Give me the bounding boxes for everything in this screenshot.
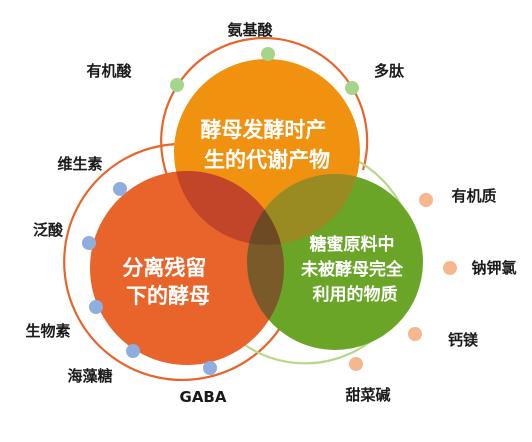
label-pantothenic-acid: 泛酸 bbox=[33, 221, 64, 239]
ring-left bbox=[63, 142, 302, 382]
label-calcium-magnesium: 钙镁 bbox=[448, 331, 479, 349]
label-gaba: GABA bbox=[180, 388, 227, 406]
dot-gaba bbox=[203, 361, 217, 375]
label-sodium-potassium-chloride: 钠钾氯 bbox=[471, 259, 516, 277]
dot-organic-matter bbox=[419, 193, 433, 207]
dot-vitamin bbox=[113, 182, 127, 196]
label-amino-acid: 氨基酸 bbox=[227, 21, 273, 39]
overlap-top-right bbox=[247, 174, 360, 245]
circle-top-label: 酵母发酵时产 生的代谢产物 bbox=[200, 118, 333, 172]
label-betaine: 甜菜碱 bbox=[345, 386, 390, 404]
label-vitamin: 维生素 bbox=[57, 155, 102, 173]
dot-trehalose bbox=[126, 344, 140, 358]
dot-biotin bbox=[89, 300, 103, 314]
label-biotin: 生物素 bbox=[25, 322, 70, 340]
label-trehalose: 海藻糖 bbox=[67, 367, 112, 385]
label-organic-matter: 有机质 bbox=[451, 187, 496, 205]
dot-pantothenic-acid bbox=[82, 236, 96, 250]
circle-left-label: 分离残留 下的酵母 bbox=[122, 256, 213, 308]
dot-calcium-magnesium bbox=[408, 327, 422, 341]
circle-right-label: 糖蜜原料中 未被酵母完全 利用的物质 bbox=[300, 234, 409, 305]
dot-amino-acid bbox=[261, 47, 275, 61]
dot-betaine bbox=[349, 357, 363, 371]
dot-organic-acid bbox=[170, 78, 184, 92]
label-organic-acid: 有机酸 bbox=[86, 62, 132, 80]
label-peptide: 多肽 bbox=[374, 62, 405, 80]
dot-peptide bbox=[345, 81, 359, 95]
overlap-top-left bbox=[174, 171, 284, 245]
ring-top bbox=[160, 36, 369, 179]
dot-sodium-potassium-chloride bbox=[443, 261, 457, 275]
